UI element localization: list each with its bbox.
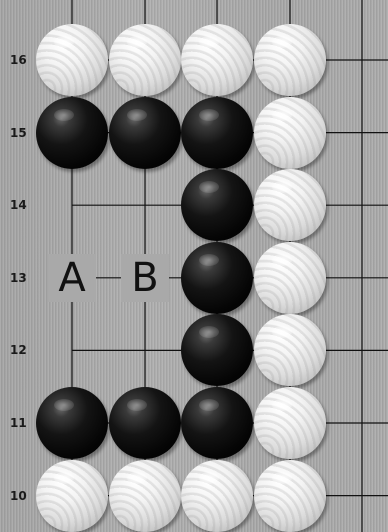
stone-highlight <box>54 109 74 121</box>
stone-highlight <box>272 109 292 121</box>
white-stone <box>254 169 326 241</box>
row-label-10: 10 <box>10 489 34 503</box>
white-stone <box>109 24 181 96</box>
stone-highlight <box>199 109 219 121</box>
white-stone <box>181 460 253 532</box>
stone-highlight <box>272 181 292 193</box>
white-stone <box>36 460 108 532</box>
white-stone <box>36 24 108 96</box>
white-stone <box>109 460 181 532</box>
row-label-13: 13 <box>10 271 34 285</box>
black-stone <box>181 169 253 241</box>
row-label-12: 12 <box>10 343 34 357</box>
white-stone <box>254 314 326 386</box>
black-stone <box>109 97 181 169</box>
stone-highlight <box>199 254 219 266</box>
black-stone <box>181 314 253 386</box>
stone-highlight <box>199 326 219 338</box>
stone-highlight <box>54 472 74 484</box>
row-label-11: 11 <box>10 416 34 430</box>
stone-highlight <box>127 472 147 484</box>
stone-highlight <box>272 254 292 266</box>
white-stone <box>254 387 326 459</box>
black-stone <box>181 242 253 314</box>
black-stone <box>181 97 253 169</box>
black-stone <box>109 387 181 459</box>
stone-highlight <box>127 36 147 48</box>
white-stone <box>254 97 326 169</box>
white-stone <box>254 24 326 96</box>
stone-highlight <box>272 399 292 411</box>
black-stone <box>181 387 253 459</box>
mark-a[interactable]: A <box>48 254 96 302</box>
white-stone <box>181 24 253 96</box>
black-stone <box>36 97 108 169</box>
white-stone <box>254 242 326 314</box>
stone-highlight <box>199 399 219 411</box>
stone-highlight <box>199 181 219 193</box>
row-label-15: 15 <box>10 126 34 140</box>
stone-highlight <box>199 472 219 484</box>
stone-highlight <box>272 36 292 48</box>
mark-b[interactable]: B <box>121 254 169 302</box>
row-label-14: 14 <box>10 198 34 212</box>
stone-highlight <box>54 36 74 48</box>
stone-highlight <box>272 472 292 484</box>
stone-highlight <box>127 399 147 411</box>
stone-highlight <box>199 36 219 48</box>
stone-highlight <box>127 109 147 121</box>
stone-highlight <box>272 326 292 338</box>
black-stone <box>36 387 108 459</box>
row-label-16: 16 <box>10 53 34 67</box>
white-stone <box>254 460 326 532</box>
stone-highlight <box>54 399 74 411</box>
